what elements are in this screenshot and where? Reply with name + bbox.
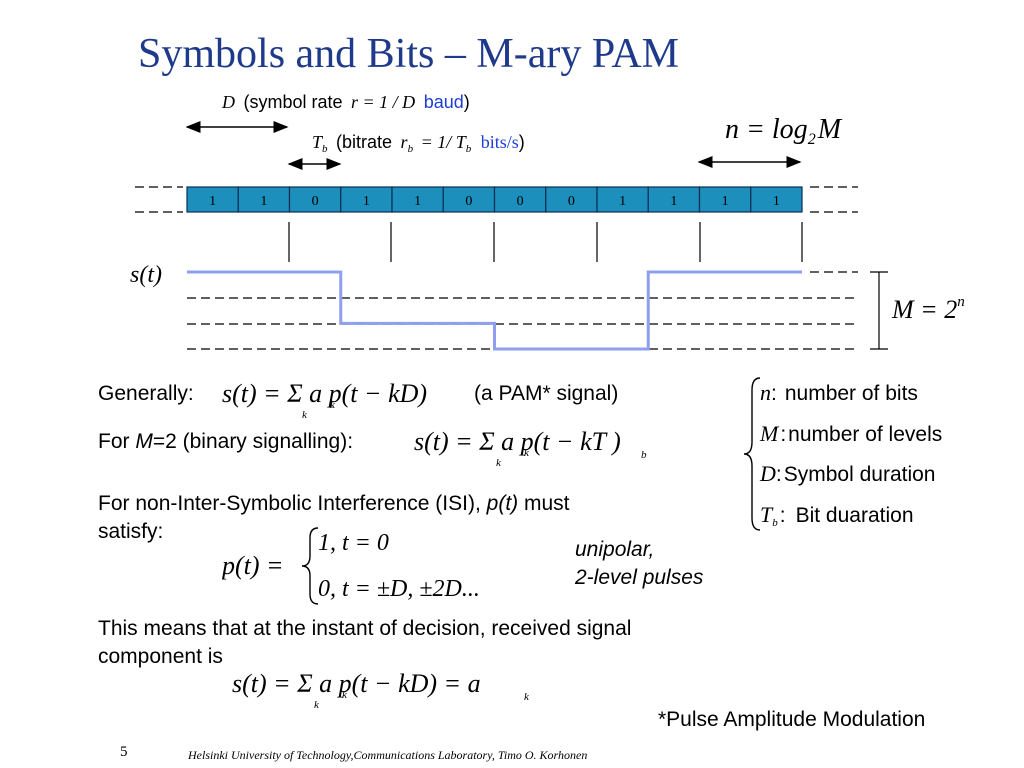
levels-bracket <box>870 271 888 350</box>
symbol-rate-close: ) <box>464 92 470 112</box>
legend-m-var: M <box>759 421 780 446</box>
pt-lhs: p(t) = <box>222 551 284 580</box>
generally-label: Generally: <box>98 382 194 405</box>
pt-definition: p(t) = 1, t = 0 0, t = ±D, ±2D... <box>222 527 480 605</box>
symbol-rate-text: (symbol rate <box>244 92 343 112</box>
legend-d-desc: Symbol duration <box>784 463 936 486</box>
binary-label: For M=2 (binary signalling): <box>98 430 354 453</box>
bitrate-close: ) <box>519 132 525 152</box>
symbol-rate-var: D <box>221 92 235 112</box>
bit-value: 0 <box>465 194 472 209</box>
svg-text:Tb:Bit duaration: Tb:Bit duaration <box>760 502 914 529</box>
n-equation-sub: 2 <box>808 131 816 148</box>
bit-value: 1 <box>260 194 267 209</box>
legend-d-var: D <box>759 461 776 486</box>
means-line-2: component is <box>98 645 223 668</box>
symbol-rate-eq: r = 1 / D <box>351 92 415 112</box>
generally-eq-text: s(t) = Σ a p(t − kD) <box>222 379 427 408</box>
symbol-rate-unit: baud <box>424 92 464 112</box>
bit-value: 1 <box>722 194 729 209</box>
svg-text:k: k <box>496 457 502 469</box>
svg-text:n:number of bits: n:number of bits <box>760 380 918 405</box>
slide-title: Symbols and Bits – M-ary PAM <box>138 31 680 77</box>
legend-n-desc: number of bits <box>785 382 918 405</box>
svg-text:b: b <box>641 449 647 461</box>
bitrate-eq-rest: = 1/ T <box>421 132 468 152</box>
legend-tb-desc: Bit duaration <box>796 504 914 527</box>
footnote: *Pulse Amplitude Modulation <box>658 708 926 731</box>
unipolar-line-2: 2-level pulses <box>575 566 704 589</box>
bitrate-text: (bitrate <box>336 132 392 152</box>
unipolar-line-1: unipolar, <box>575 538 655 561</box>
level-lines <box>187 271 858 350</box>
svg-text:D:Symbol duration: D:Symbol duration <box>759 461 935 486</box>
variable-legend: n:number of bits M:number of levels D:Sy… <box>743 377 942 531</box>
bitrate-var-sub: b <box>322 143 328 155</box>
bit-value: 1 <box>773 194 780 209</box>
bitrate-unit: bits/s <box>481 132 519 152</box>
bit-value: 0 <box>517 194 524 209</box>
pam-signal <box>187 270 802 351</box>
n-equation-m: M <box>817 114 843 145</box>
svg-text:Tb (bitrate rb = 1: Tb (bitrate rb = 1/ Tb bits/s) <box>312 132 525 156</box>
binary-equation: s(t) = Σ a p(t − kT ) k k b <box>414 427 647 469</box>
legend-m-desc: number of levels <box>788 423 942 446</box>
bit-value: 0 <box>568 194 575 209</box>
bit-box <box>442 186 496 213</box>
bitrate-eq-sub: b <box>466 143 472 155</box>
bitrate-eq-r: r <box>401 132 409 152</box>
svg-text:k: k <box>524 691 530 703</box>
n-equation: n = log <box>725 114 808 145</box>
generally-note: (a PAM* signal) <box>474 382 619 405</box>
bitrate-var: T <box>312 132 324 152</box>
svg-text:M = 2n: M = 2n <box>891 294 965 324</box>
svg-text:k: k <box>314 699 320 711</box>
bit-box <box>647 186 701 213</box>
symbol-separators <box>288 222 803 262</box>
bit-value: 1 <box>414 194 421 209</box>
svg-text:k: k <box>342 689 348 701</box>
svg-text:D (symbol rate r = 1 /: D (symbol rate r = 1 / D baud) <box>221 92 470 112</box>
isi-line-2: satisfy: <box>98 520 164 543</box>
m-equation-sup: n <box>957 294 965 310</box>
decision-equation: s(t) = Σ a p(t − kD) = a k k k <box>232 669 530 711</box>
bit-value: 1 <box>209 194 216 209</box>
pam-diagram: D (symbol rate r = 1 / D baud) Tb (bitra… <box>130 92 965 351</box>
bitrate-eq-r-sub: b <box>408 143 414 155</box>
page-number: 5 <box>120 744 128 760</box>
bit-box <box>237 186 291 213</box>
pt-case-2: 0, t = ±D, ±2D... <box>318 576 480 602</box>
bit-stream: 1 1 0 1 1 0 0 0 1 1 1 1 <box>186 186 803 213</box>
means-line-1: This means that at the instant of decisi… <box>98 617 632 640</box>
bit-box <box>545 186 598 213</box>
m-equation: M = 2 <box>891 295 957 324</box>
bit-value: 1 <box>670 194 677 209</box>
pt-case-1: 1, t = 0 <box>318 530 389 556</box>
binary-eq-text: s(t) = Σ a p(t − kT ) <box>414 427 621 456</box>
svg-text:n = log2M: n = log2M <box>725 114 843 148</box>
generally-equation: s(t) = Σ a p(t − kD) k k <box>222 379 427 421</box>
svg-text:M:number of levels: M:number of levels <box>759 421 942 446</box>
legend-tb-var: T <box>760 502 774 527</box>
bit-value: 1 <box>363 194 370 209</box>
svg-text:k: k <box>524 447 530 459</box>
svg-text:k: k <box>302 409 308 421</box>
footer-text: Helsinki University of Technology,Commun… <box>188 748 588 762</box>
bit-value: 1 <box>619 194 626 209</box>
bit-box <box>340 186 393 213</box>
st-label: s(t) <box>130 262 162 288</box>
bit-value: 0 <box>312 194 319 209</box>
svg-text:k: k <box>330 399 336 411</box>
legend-n-var: n <box>760 380 771 405</box>
decision-eq-text: s(t) = Σ a p(t − kD) = a <box>232 669 481 698</box>
isi-line-1: For non-Inter-Symbolic Interference (ISI… <box>98 492 570 515</box>
bit-box <box>750 186 803 213</box>
